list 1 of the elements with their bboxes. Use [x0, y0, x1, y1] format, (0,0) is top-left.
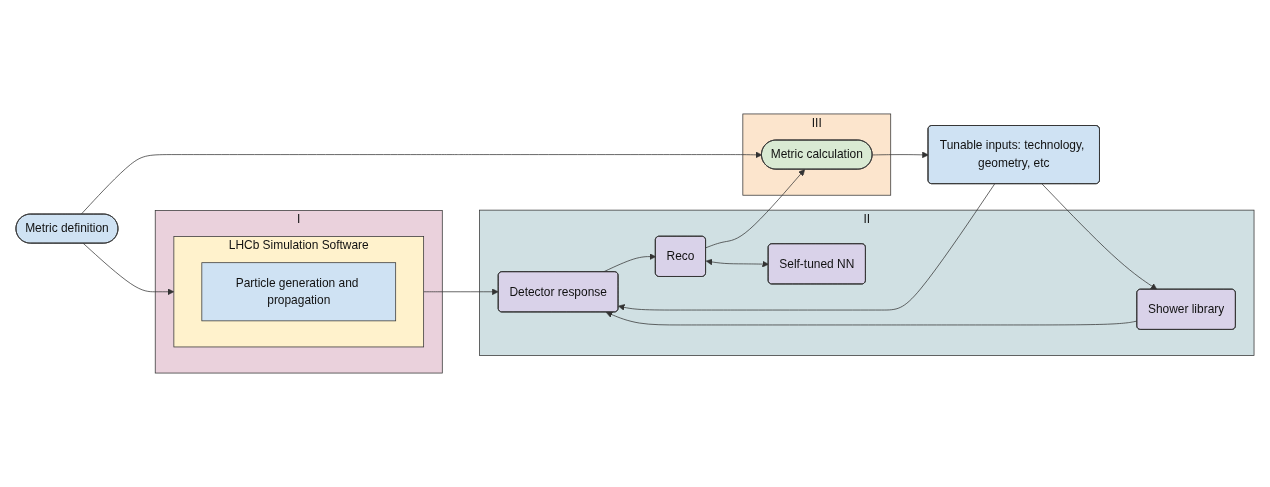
- node-box: Particle generation and propagation: [201, 262, 397, 322]
